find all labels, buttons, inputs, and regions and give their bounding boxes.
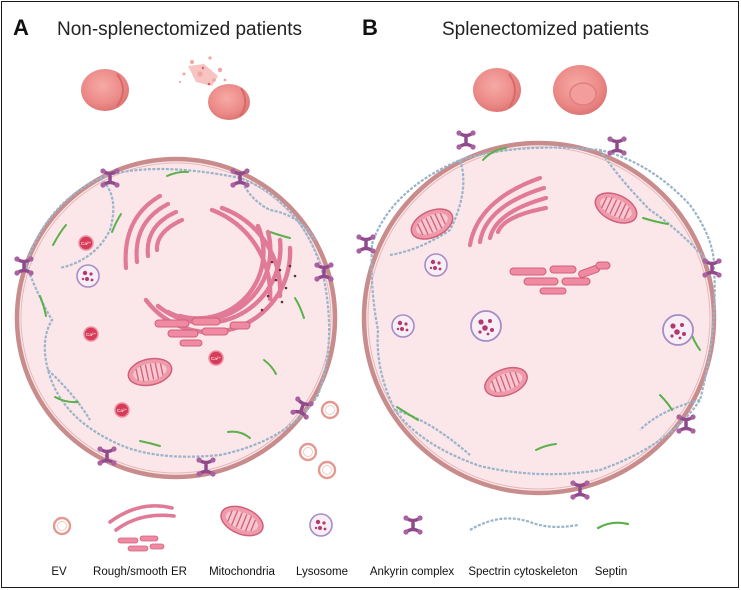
legend-label-ev: EV — [51, 566, 67, 578]
vesiculating-membrane-icon — [178, 56, 227, 86]
smooth-er — [154, 317, 251, 347]
panel-b-title: Splenectomized patients — [442, 19, 650, 40]
calcium-label: Ca²⁺ — [81, 241, 92, 247]
panel-a-rbcs — [81, 56, 250, 120]
er-arcs — [467, 175, 549, 248]
panel-b-letter: B — [362, 15, 378, 40]
legend-label-ankyrin: Ankyrin complex — [369, 566, 455, 578]
legend-label-lysosome: Lysosome — [296, 566, 348, 578]
calcium-label: Ca²⁺ — [86, 332, 97, 338]
septin-icon — [596, 521, 630, 530]
ev-icon — [52, 516, 72, 536]
septin-filaments — [39, 170, 305, 447]
legend-icons — [52, 499, 630, 552]
panel-a-title: Non-splenectomized patients — [57, 19, 303, 40]
cell-a — [12, 156, 338, 480]
cell-b — [354, 128, 724, 502]
lysosome-icon — [309, 513, 333, 537]
spectrin-network — [370, 146, 716, 476]
er-icon — [108, 504, 176, 552]
legend-label-septin: Septin — [594, 566, 628, 578]
rbc-icon — [81, 69, 129, 111]
calcium-label: Ca²⁺ — [117, 408, 128, 414]
ankyrin-icon — [605, 134, 629, 158]
mitochondria-icon — [215, 499, 269, 543]
calcium-label: Ca²⁺ — [211, 356, 222, 362]
lysosome-icon — [424, 253, 448, 277]
cell-membrane — [361, 140, 717, 496]
lysosome-icon — [662, 314, 694, 346]
rbc-icon — [208, 84, 250, 120]
legend-label-mitochondria: Mitochondria — [209, 566, 275, 578]
panel-b-rbcs — [473, 65, 607, 115]
panel-a-letter: A — [13, 15, 29, 40]
legend-label-er: Rough/smooth ER — [93, 566, 187, 578]
ankyrin-icon — [401, 513, 425, 537]
spectrin-icon — [469, 517, 579, 531]
ankyrin-icon — [454, 128, 478, 152]
lysosome-icon — [391, 314, 415, 338]
lysosome-icon — [470, 310, 502, 342]
rbc-icon — [473, 68, 521, 112]
legend-label-spectrin: Spectrin cytoskeleton — [468, 566, 578, 578]
lysosome-icon — [76, 264, 100, 288]
smooth-er — [509, 261, 611, 295]
